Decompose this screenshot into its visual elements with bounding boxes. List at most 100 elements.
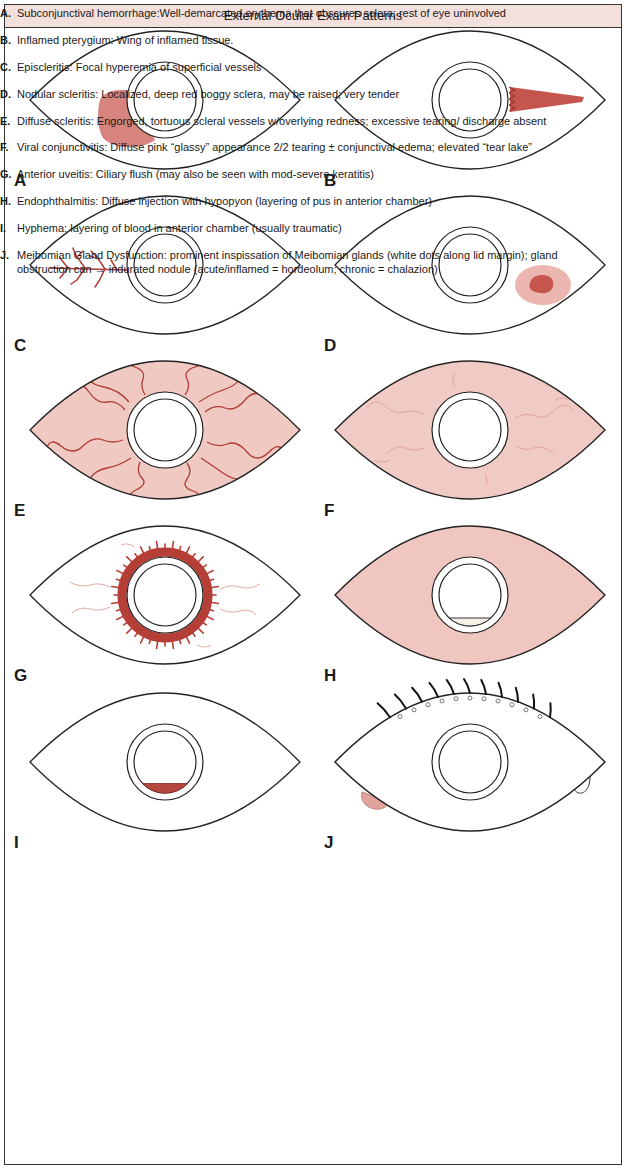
gland-dot	[482, 697, 486, 701]
eye-h	[335, 526, 605, 664]
eye-drawing-part	[509, 87, 515, 111]
eye-drawing-part	[432, 724, 508, 800]
gland-dot	[510, 703, 514, 707]
eye-drawing-part	[134, 731, 196, 793]
eye-drawing-part	[516, 446, 554, 454]
caption-row: A.Subconjunctival hemorrhage:Well-demarc…	[0, 6, 604, 20]
caption-text: Viral conjunctivitis: Diffuse pink “glas…	[17, 140, 604, 154]
panel-letter: J	[324, 834, 333, 851]
eye-drawing-part	[510, 87, 584, 112]
caption-text: Hyphema: layering of blood in anterior c…	[17, 221, 604, 235]
gland-dot	[496, 699, 500, 703]
eye-drawing-part	[127, 724, 203, 800]
eye-drawing-part	[127, 392, 203, 468]
caption-letter: C.	[0, 60, 17, 74]
panel-letter: I	[14, 834, 19, 851]
caption-letter: F.	[0, 140, 17, 154]
eyelash	[412, 688, 422, 702]
caption-text: Nodular scleritis: Localized, deep red b…	[17, 87, 604, 101]
eyelash	[447, 680, 454, 694]
panel-letter: D	[324, 337, 336, 354]
eye-drawing-part	[555, 398, 569, 400]
eye-drawing-part	[72, 607, 110, 613]
eye-drawing-part	[439, 399, 501, 461]
title-band	[5, 5, 622, 28]
eye-drawing-part	[367, 374, 573, 486]
eye-drawing-part	[335, 526, 605, 664]
eye-drawing-part	[134, 564, 196, 626]
eye-drawing-part	[439, 234, 501, 296]
eye-drawing-part	[130, 462, 144, 500]
eyelash	[464, 679, 470, 693]
caption-letter: D.	[0, 87, 17, 101]
eye-drawing-part	[49, 385, 125, 410]
eye-drawing-part	[122, 552, 208, 638]
caption-row: B.Inflamed pterygium: Wing of inflamed t…	[0, 33, 604, 47]
eye-drawing-part	[220, 584, 260, 589]
eyelash	[429, 683, 438, 697]
eye-drawing-part	[89, 458, 131, 480]
eye-drawing-part	[432, 392, 508, 468]
gland-dot	[440, 699, 444, 703]
caption-letter: H.	[0, 194, 17, 208]
caption-text: Anterior uveitis: Ciliary flush (may als…	[17, 167, 604, 181]
eye-drawing-part	[515, 405, 573, 418]
caption-text: Subconjunctival hemorrhage:Well-demarcat…	[17, 6, 604, 20]
eye-drawing-part	[367, 402, 425, 415]
eye-drawing-part	[70, 582, 110, 587]
gland-dot	[468, 696, 472, 700]
eye-drawing-part	[134, 399, 196, 461]
eye-drawing-part	[127, 62, 203, 138]
eye-i	[30, 693, 300, 831]
eye-f	[335, 361, 605, 499]
eyelash	[395, 695, 406, 709]
eye-drawing-part	[201, 458, 241, 479]
eye-drawing-part	[46, 439, 123, 451]
eye-drawing-part	[30, 361, 300, 499]
eyelash	[549, 703, 552, 717]
eye-drawing-part	[432, 62, 508, 138]
panel-letter: C	[14, 337, 26, 354]
caption-row: H.Endophthalmitis: Diffuse injection wit…	[0, 194, 604, 208]
eye-g	[30, 526, 300, 664]
eye-drawing-part	[121, 544, 135, 547]
eye-drawing-part	[30, 693, 300, 831]
eye-drawing-part	[199, 380, 239, 402]
eye-drawing-part	[439, 731, 501, 793]
panel-letter: F	[324, 502, 334, 519]
eyelash	[499, 683, 502, 697]
eyelash	[516, 688, 518, 702]
eye-drawing-part	[142, 784, 187, 794]
eye-drawing-part	[449, 618, 491, 626]
panel-letter: G	[14, 667, 27, 684]
gland-dot	[398, 715, 402, 719]
figure-frame	[5, 5, 622, 1165]
eye-e	[30, 357, 300, 501]
eyelash	[481, 680, 486, 694]
caption-text: Episcleritis: Focal hyperemia of superfi…	[17, 60, 604, 74]
eye-j	[335, 679, 605, 831]
eye-drawing-part	[453, 374, 455, 388]
eye-drawing-part	[220, 609, 256, 615]
eye-drawing-part	[439, 564, 501, 626]
caption-row: C.Episcleritis: Focal hyperemia of super…	[0, 60, 604, 74]
caption-row: I.Hyphema: layering of blood in anterior…	[0, 221, 604, 235]
caption-row: G.Anterior uveitis: Ciliary flush (may a…	[0, 167, 604, 181]
caption-letter: J.	[0, 248, 17, 276]
eye-drawing-part	[335, 361, 605, 499]
gland-dot	[412, 708, 416, 712]
gland-dot	[454, 697, 458, 701]
eye-drawing-part	[398, 696, 542, 719]
caption-text: Meibomian Gland Dysfunction: prominent i…	[17, 248, 604, 276]
eye-drawing-part	[386, 447, 424, 454]
caption-row: J.Meibomian Gland Dysfunction: prominent…	[0, 248, 604, 276]
panel-letter: E	[14, 502, 25, 519]
caption-letter: I.	[0, 221, 17, 235]
eye-drawing-part	[529, 275, 553, 293]
panel-letter: H	[324, 667, 336, 684]
gland-dot	[426, 703, 430, 707]
gland-dot	[538, 715, 542, 719]
eye-drawing-part	[432, 557, 508, 633]
eye-drawing-part	[46, 357, 284, 501]
